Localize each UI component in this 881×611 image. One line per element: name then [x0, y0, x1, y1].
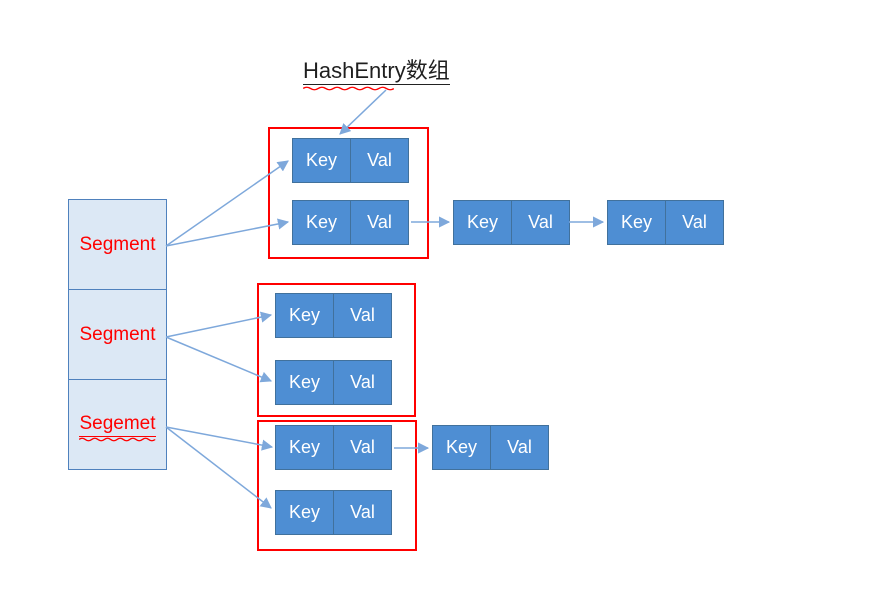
segment-cell-2: Segment	[69, 289, 166, 379]
val-cell: Val	[350, 305, 375, 325]
key-cell: Key	[454, 201, 512, 244]
hashentry-node-g2-1: Key Val	[275, 293, 392, 338]
key-cell: Key	[293, 139, 351, 182]
hashentry-node-g3-chain-1: Key Val	[432, 425, 549, 470]
segment-cell-3: Segemet	[69, 379, 166, 469]
key-cell: Key	[608, 201, 666, 244]
hashentry-node-g1-chain-2: Key Val	[607, 200, 724, 245]
key-cell: Key	[276, 491, 334, 534]
val-cell: Val	[682, 212, 707, 232]
diagram-title-text: HashEntry数组	[303, 58, 450, 86]
val-cell: Val	[528, 212, 553, 232]
arrow-seg2-to-g2n2	[165, 336, 273, 383]
val-cell: Val	[367, 150, 392, 170]
val-cell: Val	[350, 372, 375, 392]
key-cell: Key	[276, 294, 334, 337]
key-cell: Key	[433, 426, 491, 469]
hashentry-node-g3-2: Key Val	[275, 490, 392, 535]
segment-array: Segment Segment Segemet	[68, 199, 167, 470]
key-cell: Key	[276, 361, 334, 404]
segment-label: Segment	[79, 323, 156, 345]
segment-cell-1: Segment	[69, 200, 166, 289]
segment-label-misspelled: Segemet	[79, 412, 156, 441]
val-cell: Val	[350, 502, 375, 522]
hashentry-node-g2-2: Key Val	[275, 360, 392, 405]
arrow-seg3-to-g3n2	[165, 426, 272, 509]
segment-label: Segment	[79, 233, 156, 255]
spellcheck-squiggle-icon	[303, 86, 394, 91]
hashentry-node-g1-2: Key Val	[292, 200, 409, 245]
val-cell: Val	[507, 437, 532, 457]
hashentry-node-g1-chain-1: Key Val	[453, 200, 570, 245]
key-cell: Key	[276, 426, 334, 469]
arrow-seg2-to-g2n1	[165, 311, 273, 338]
diagram-title: HashEntry数组	[303, 58, 450, 91]
spellcheck-squiggle-icon	[79, 437, 156, 441]
val-cell: Val	[367, 212, 392, 232]
val-cell: Val	[350, 437, 375, 457]
hashentry-node-g1-1: Key Val	[292, 138, 409, 183]
hashentry-node-g3-1: Key Val	[275, 425, 392, 470]
segment-label-text: Segemet	[79, 412, 156, 434]
key-cell: Key	[293, 201, 351, 244]
